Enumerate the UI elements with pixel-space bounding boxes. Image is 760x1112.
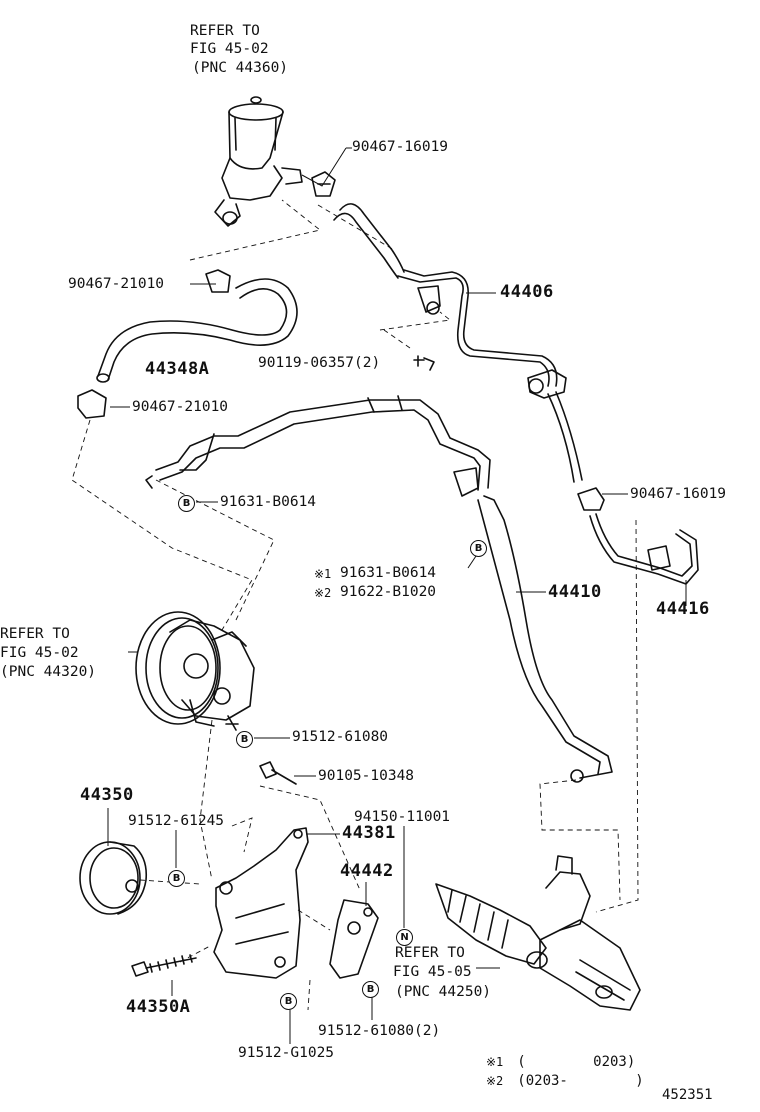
part-90467-16019-right: 90467-16019 bbox=[630, 486, 727, 502]
part-91512-61080: 91512-61080 bbox=[292, 729, 389, 745]
ref-reservoir-line1: REFER TO bbox=[190, 23, 260, 39]
return-hose-drawing bbox=[339, 203, 405, 273]
part-44406: 44406 bbox=[500, 282, 554, 302]
part-44350A: 44350A bbox=[126, 997, 191, 1017]
clamp-left-top-drawing bbox=[205, 269, 231, 293]
part-44350: 44350 bbox=[80, 785, 134, 805]
dashed-hose-pump bbox=[71, 419, 253, 631]
leader-90467-16019-top bbox=[301, 147, 347, 187]
part-90467-21010-mid: 90467-21010 bbox=[132, 399, 229, 415]
part-44348A: 44348A bbox=[145, 359, 210, 379]
part-91512-61245: 91512-61245 bbox=[128, 813, 225, 829]
part-90467-21010-top: 90467-21010 bbox=[68, 276, 165, 292]
bracket-44442-drawing bbox=[329, 899, 379, 979]
footnote-1: ※1( 0203) bbox=[486, 1054, 636, 1070]
ref-reservoir-line3: (PNC 44360) bbox=[192, 60, 289, 76]
part-90105-10348: 90105-10348 bbox=[318, 768, 415, 784]
part-44410: 44410 bbox=[548, 582, 602, 602]
dashed-reservoir-hose bbox=[189, 199, 322, 261]
part-94150-11001: 94150-11001 bbox=[354, 809, 451, 825]
mark-s1: ※1 bbox=[314, 567, 332, 581]
steering-gear-drawing bbox=[435, 855, 641, 1011]
bolt-90119-drawing bbox=[413, 355, 435, 371]
footnote-2: ※2(0203- ) bbox=[486, 1073, 644, 1089]
bolt-90105-drawing bbox=[259, 761, 297, 785]
return-tube-44406-drawing bbox=[397, 269, 583, 483]
mark-s2: ※2 bbox=[314, 586, 332, 600]
badge-b-91512-61245: B bbox=[168, 870, 185, 887]
part-90467-16019-top: 90467-16019 bbox=[352, 139, 449, 155]
part-91631-b0614-top: 91631-B0614 bbox=[220, 494, 317, 510]
badge-b-91512-g1025: B bbox=[280, 993, 297, 1010]
part-44442: 44442 bbox=[340, 861, 394, 881]
ref-pump-line3: (PNC 44320) bbox=[0, 664, 97, 680]
badge-b-91512-61080: B bbox=[236, 731, 253, 748]
ref-gear-line1: REFER TO bbox=[395, 945, 465, 961]
idler-pulley-drawing bbox=[79, 841, 148, 915]
ref-gear-line2: FIG 45-05 bbox=[393, 964, 472, 980]
part-91622-b1020-s2: 91622-B1020 bbox=[340, 584, 437, 600]
illustration-id: 452351 bbox=[662, 1087, 713, 1103]
ref-reservoir-line2: FIG 45-02 bbox=[190, 41, 269, 57]
bracket-44381-drawing bbox=[213, 827, 309, 979]
clamp-left-mid-drawing bbox=[77, 389, 107, 419]
part-91631-b0614-s1: 91631-B0614 bbox=[340, 565, 437, 581]
tube-44416-drawing bbox=[577, 487, 699, 585]
part-44381: 44381 bbox=[342, 823, 396, 843]
badge-b-91512-61080-2: B bbox=[362, 981, 379, 998]
clamp-top-right-drawing bbox=[311, 171, 336, 197]
dashed-hose-gear bbox=[539, 779, 621, 901]
part-90119-06357: 90119-06357(2) bbox=[258, 355, 381, 371]
pump-drawing bbox=[135, 611, 255, 731]
ref-pump-line2: FIG 45-02 bbox=[0, 645, 79, 661]
reservoir-tank-drawing bbox=[214, 96, 303, 227]
badge-n-94150: N bbox=[396, 929, 413, 946]
badge-b-91631-s1: B bbox=[470, 540, 487, 557]
part-91512-61080-2: 91512-61080(2) bbox=[318, 1023, 441, 1039]
part-91512-g1025: 91512-G1025 bbox=[238, 1045, 335, 1061]
ref-pump-line1: REFER TO bbox=[0, 626, 70, 642]
ref-gear-line3: (PNC 44250) bbox=[395, 984, 492, 1000]
badge-b-91631-top: B bbox=[178, 495, 195, 512]
part-44416: 44416 bbox=[656, 599, 710, 619]
dashed-pump-bracket bbox=[199, 719, 213, 881]
suction-hose-44348A-drawing bbox=[96, 278, 298, 383]
bolt-44350A-drawing bbox=[131, 957, 197, 977]
leader-91631-b0614-s1 bbox=[467, 555, 477, 569]
pressure-hose-44410-drawing bbox=[145, 395, 613, 783]
